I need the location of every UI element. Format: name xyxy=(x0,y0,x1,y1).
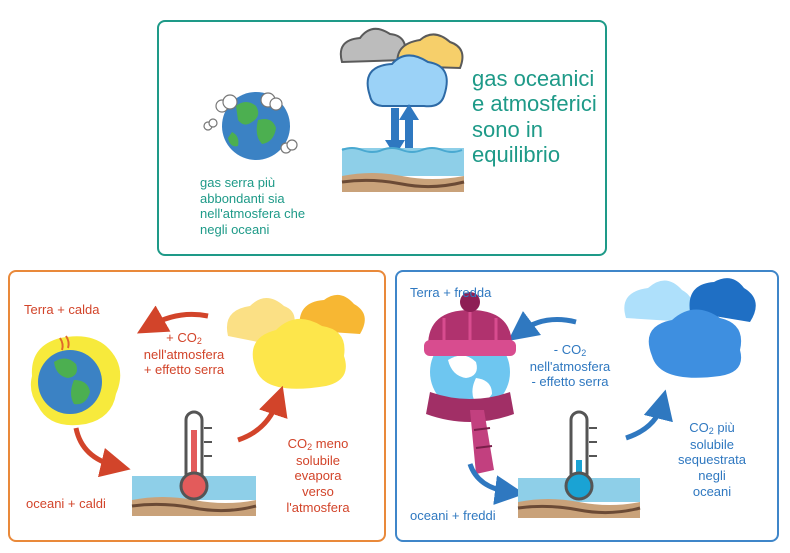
cold-co2-line-2: nell'atmosfera xyxy=(529,358,611,374)
equilibrium-line-2: e atmosferici xyxy=(472,91,597,117)
scarf-icon xyxy=(426,392,514,474)
cold-solubility-line-5: oceani xyxy=(692,483,732,499)
cold-co2-note: - CO2 nell'atmosfera - effetto serra xyxy=(514,342,626,390)
caption-line-1: gas serra più xyxy=(200,175,276,190)
caption-line-4: negli oceani xyxy=(200,221,270,237)
warm-co2-line-1: + CO2 xyxy=(166,330,202,346)
curved-arrow-from-ocean-icon xyxy=(625,389,673,441)
warm-solubility-line-3: evapora xyxy=(294,468,342,484)
caption-line-2: abbondanti sia xyxy=(200,190,285,206)
cold-ocean-label: oceani + freddi xyxy=(410,508,496,523)
winter-hat-icon xyxy=(424,292,516,356)
warm-solubility-line-5: l'atmosfera xyxy=(286,499,350,515)
caption-line-3: nell'atmosfera che xyxy=(200,206,306,222)
curved-arrow-to-clouds-icon xyxy=(237,385,288,443)
equilibrium-line-1: gas oceanici xyxy=(472,66,595,91)
cold-co2-line-3: - effetto serra xyxy=(531,374,609,390)
warm-solubility-note: CO2 meno solubile evapora verso l'atmosf… xyxy=(268,436,368,515)
equilibrium-heading: gas oceanici e atmosferici sono in equil… xyxy=(472,66,597,167)
cloud-small-icon xyxy=(203,92,298,154)
cold-solubility-line-1: CO2 più xyxy=(689,420,735,436)
thermometer-hot-icon xyxy=(179,410,212,501)
cold-solubility-note: CO2 più solubile sequestrata negli ocean… xyxy=(664,420,760,499)
warm-ocean-label: oceani + caldi xyxy=(26,496,106,511)
ocean-section-icon xyxy=(341,147,465,192)
cold-co2-line-1: - CO2 xyxy=(553,342,587,358)
warm-solubility-line-1: CO2 meno xyxy=(287,436,349,452)
equilibrium-line-3: sono in xyxy=(472,116,543,142)
warm-co2-line-2: nell'atmosfera xyxy=(143,346,225,362)
cold-clouds-icon xyxy=(624,278,756,378)
hot-earth-icon xyxy=(30,335,121,426)
curved-arrow-to-earth-icon xyxy=(136,305,209,334)
gas-clouds-icon xyxy=(339,27,464,108)
cold-solubility-line-2: solubile xyxy=(689,436,735,452)
curved-arrow-to-cold-ocean-icon xyxy=(467,463,525,506)
warm-earth-label: Terra + calda xyxy=(24,302,100,317)
cold-solubility-line-4: negli xyxy=(698,467,726,483)
equilibrium-line-4: equilibrio xyxy=(472,141,561,167)
curved-arrow-to-cold-earth-icon xyxy=(507,311,577,341)
cold-earth-label: Terra + fredda xyxy=(410,285,492,300)
thermometer-cold-icon xyxy=(564,410,597,501)
curved-arrow-to-ocean-icon xyxy=(73,427,131,478)
warm-co2-note: + CO2 nell'atmosfera + effetto serra xyxy=(128,330,240,378)
warm-clouds-icon xyxy=(226,294,365,389)
warm-solubility-line-2: solubile xyxy=(295,452,341,468)
warm-co2-line-3: + effetto serra xyxy=(143,362,225,378)
greenhouse-caption: gas serra più abbondanti sia nell'atmosf… xyxy=(200,175,305,237)
cold-solubility-line-3: sequestrata xyxy=(678,452,746,468)
warm-solubility-line-4: verso xyxy=(302,483,334,499)
